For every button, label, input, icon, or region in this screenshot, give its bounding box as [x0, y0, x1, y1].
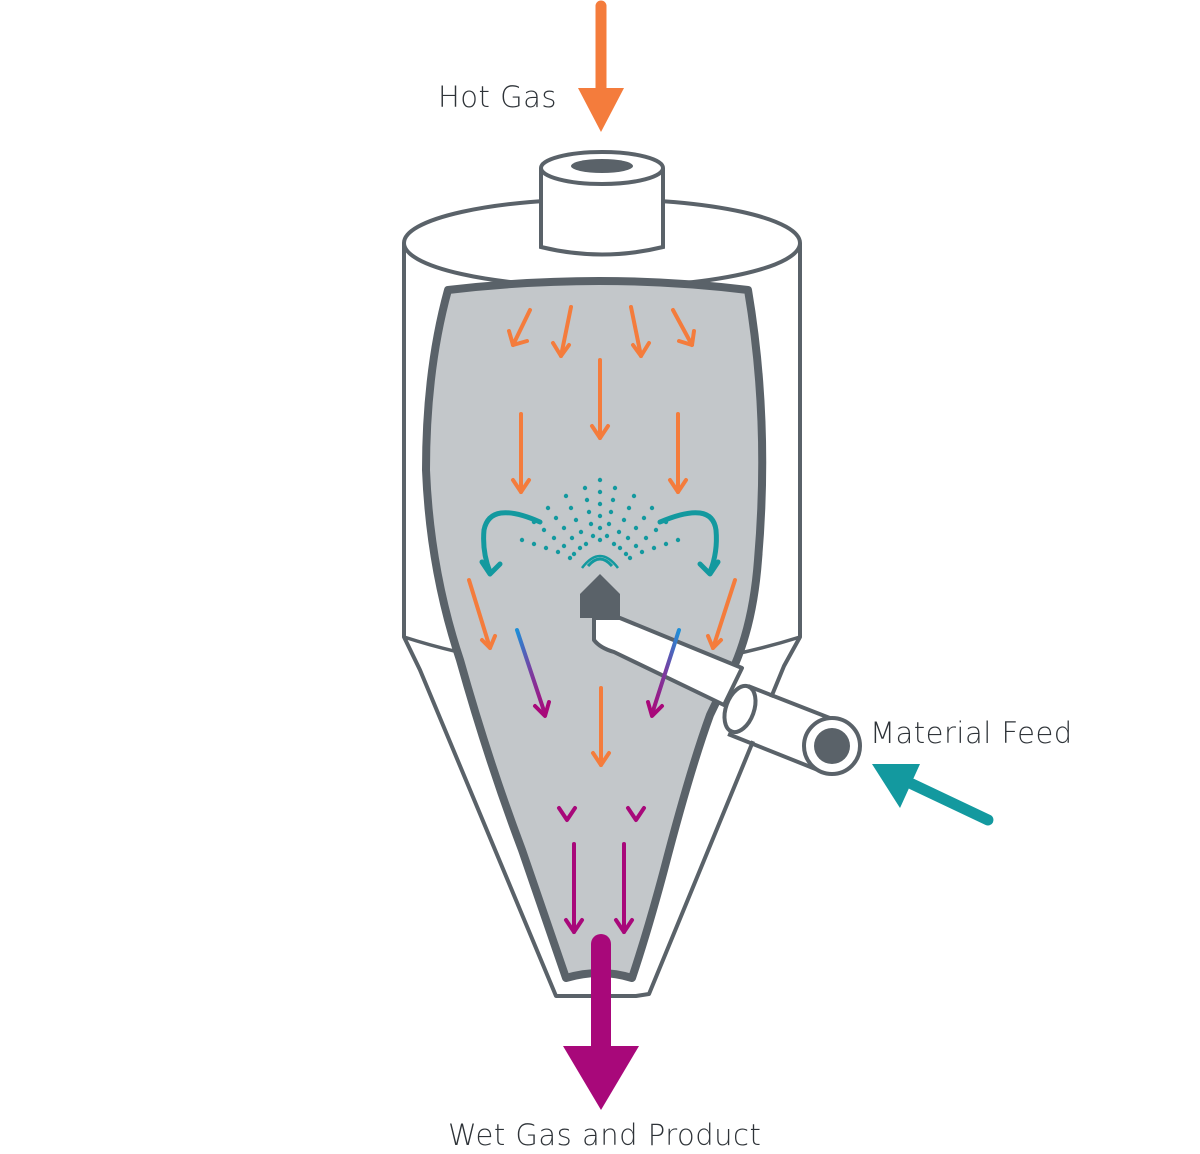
hot-gas-label: Hot Gas — [438, 80, 557, 114]
gas-inlet-pipe — [539, 150, 665, 257]
material-feed-label: Material Feed — [870, 716, 1073, 750]
product-flow-arrows — [515, 628, 681, 934]
material-feed-arrow — [872, 764, 994, 826]
product-outlet-arrow — [563, 934, 639, 1110]
atomizer-nozzle — [580, 574, 620, 618]
spray-mist — [519, 477, 681, 569]
hot-gas-flow-arrows — [467, 305, 737, 767]
spray-recirculation-arrows — [479, 510, 721, 577]
wet-gas-product-label: Wet Gas and Product — [448, 1118, 762, 1152]
hot-gas-inlet-arrow — [578, 0, 624, 132]
